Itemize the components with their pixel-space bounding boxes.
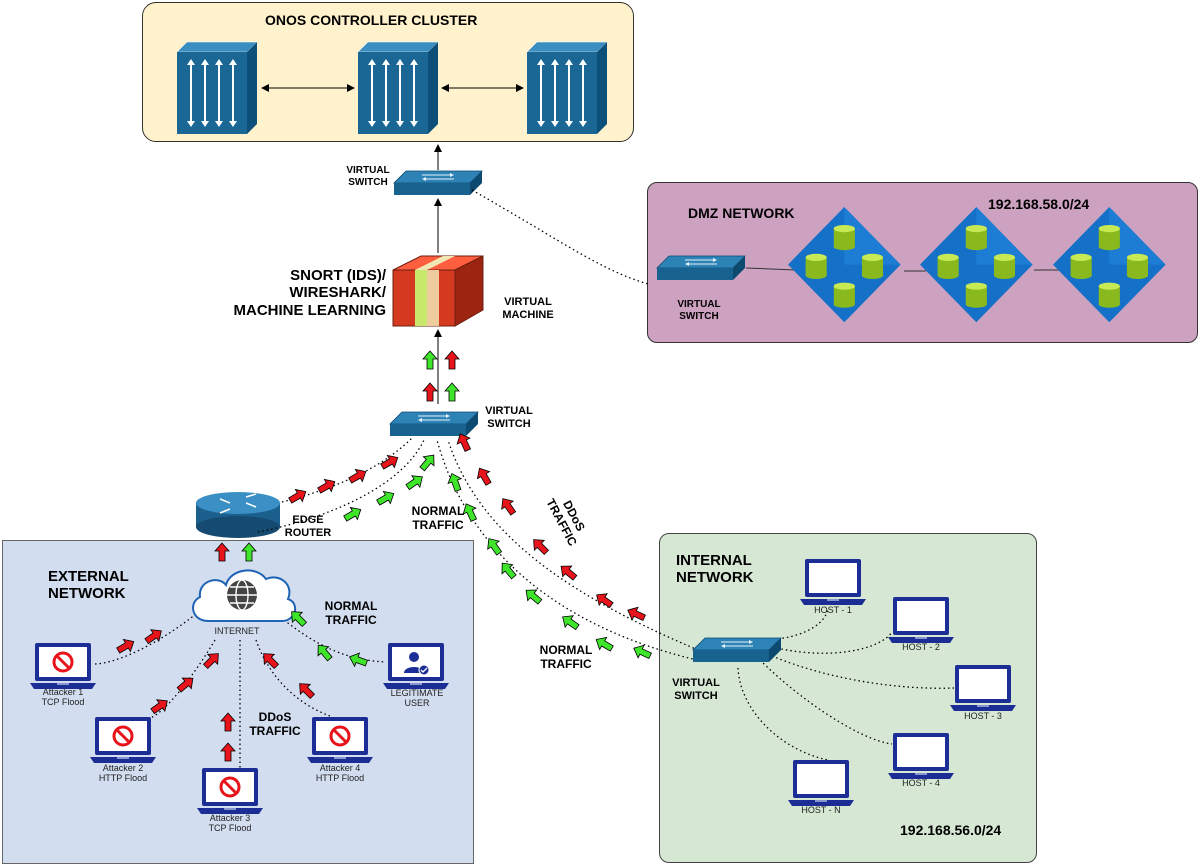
legitimate-user-label: LEGITIMATE USER: [390, 688, 444, 709]
normal-traffic-arrow: [501, 562, 517, 580]
attack-traffic-arrow: [150, 699, 168, 715]
attack-traffic-arrow: [176, 677, 194, 693]
normal-traffic-arrow: [462, 503, 478, 522]
internal-switch-label: VIRTUAL SWITCH: [672, 677, 720, 702]
attacker-4-label: Attacker 4 HTTP Flood: [315, 763, 365, 784]
normal-traffic-arrow: [317, 644, 333, 662]
dmz-link-1: [745, 267, 797, 271]
controller-node-3: [526, 41, 608, 135]
normal-traffic-arrow: [376, 490, 395, 506]
internet-label: INTERNET: [214, 626, 260, 636]
dmz-virtual-switch: [656, 255, 746, 281]
vm-label: VIRTUAL MACHINE: [502, 296, 554, 321]
dmz-subnet: 192.168.58.0/24: [988, 196, 1090, 212]
controller-node-2: [357, 41, 439, 135]
middle-normal-traffic-lower: NORMAL TRAFFIC: [539, 643, 593, 671]
host-n-label: HOST - N: [801, 805, 841, 815]
attack-traffic-arrow: [422, 382, 438, 402]
internal-subnet: 192.168.56.0/24: [900, 822, 1002, 838]
normal-traffic-arrow: [444, 382, 460, 402]
attacker-1-laptop: [30, 643, 96, 689]
external-ddos-traffic-label: DDoS TRAFFIC: [249, 710, 301, 738]
normal-traffic-arrow: [562, 615, 580, 631]
normal-traffic-arrow: [525, 589, 543, 605]
attack-traffic-arrow: [144, 629, 162, 645]
virtual-machine-box: [392, 255, 484, 327]
dmz-dotted-link: [471, 189, 649, 285]
attacker-4-laptop: [307, 717, 373, 763]
attacker-1-label: Attacker 1 TCP Flood: [41, 687, 85, 708]
attacker-3-laptop: [197, 768, 263, 814]
attack-traffic-arrow: [560, 565, 578, 581]
attack-traffic-arrow: [263, 653, 280, 670]
normal-traffic-arrow: [291, 611, 308, 628]
top-switch-label: VIRTUAL SWITCH: [346, 165, 390, 188]
attack-traffic-arrow: [214, 542, 230, 562]
attack-traffic-arrow: [299, 683, 316, 700]
attack-traffic-arrow: [596, 593, 614, 609]
core-virtual-switch: [389, 411, 479, 437]
ids-title: SNORT (IDS)/ WIRESHARK/ MACHINE LEARNING: [233, 267, 387, 319]
attack-traffic-arrow: [533, 539, 550, 556]
normal-traffic-arrow: [422, 350, 438, 370]
attack-traffic-arrow: [116, 638, 135, 654]
attack-traffic-arrow: [476, 467, 492, 486]
edge-router-label: EDGE ROUTER: [284, 514, 332, 539]
attack-traffic-arrow: [456, 433, 472, 452]
edge-router: [196, 492, 280, 538]
host-1-laptop: [800, 559, 866, 605]
normal-traffic-arrow: [419, 454, 435, 472]
controller-cluster-title: ONOS CONTROLLER CLUSTER: [265, 12, 478, 28]
attack-traffic-arrow: [627, 606, 646, 622]
attack-traffic-arrow: [220, 742, 236, 762]
attack-traffic-arrow: [220, 712, 236, 732]
traffic-dotted-links: [91, 437, 956, 768]
normal-traffic-arrow: [487, 538, 503, 556]
normal-traffic-arrow: [447, 472, 463, 492]
attack-traffic-arrow: [317, 478, 336, 494]
normal-traffic-arrow: [343, 506, 362, 522]
normal-traffic-arrow: [633, 644, 652, 660]
host-3-label: HOST - 3: [964, 711, 1002, 721]
host-4-label: HOST - 4: [902, 778, 940, 788]
host-n-laptop: [788, 760, 854, 806]
normal-traffic-arrow: [595, 636, 614, 652]
host-3-laptop: [950, 665, 1016, 711]
attack-traffic-arrow: [501, 498, 517, 516]
controller-node-1: [176, 41, 258, 135]
normal-traffic-arrow: [405, 475, 423, 491]
top-virtual-switch: [393, 170, 483, 196]
dmz-title: DMZ NETWORK: [688, 205, 795, 221]
host-4-laptop: [888, 733, 954, 779]
core-switch-label: VIRTUAL SWITCH: [485, 405, 533, 430]
attacker-2-label: Attacker 2 HTTP Flood: [98, 763, 148, 784]
attacker-2-laptop: [90, 717, 156, 763]
attacker-3-label: Attacker 3 TCP Flood: [208, 813, 252, 834]
dmz-server-cluster-1: [788, 207, 901, 323]
host-2-laptop: [888, 597, 954, 643]
attack-traffic-arrow: [288, 488, 307, 504]
attack-traffic-arrow: [380, 454, 399, 470]
normal-traffic-arrow: [241, 542, 257, 562]
traffic-arrows: [116, 350, 652, 762]
dmz-server-cluster-3: [1053, 207, 1166, 323]
attack-traffic-arrow: [202, 653, 219, 670]
dmz-switch-label: VIRTUAL SWITCH: [677, 299, 721, 322]
dmz-server-cluster-2: [920, 207, 1033, 323]
middle-normal-traffic-upper: NORMAL TRAFFIC: [411, 504, 465, 532]
attack-traffic-arrow: [444, 350, 460, 370]
internal-title: INTERNAL NETWORK: [676, 552, 754, 587]
external-title: EXTERNAL NETWORK: [48, 568, 129, 603]
host-2-label: HOST - 2: [902, 642, 940, 652]
host-1-label: HOST - 1: [814, 605, 852, 615]
external-normal-traffic-label: NORMAL TRAFFIC: [324, 599, 378, 627]
internet-cloud-icon: [192, 569, 297, 622]
legitimate-user-laptop: [383, 643, 449, 689]
attack-traffic-arrow: [348, 468, 367, 484]
internal-virtual-switch: [692, 637, 782, 663]
normal-traffic-arrow: [348, 652, 368, 668]
